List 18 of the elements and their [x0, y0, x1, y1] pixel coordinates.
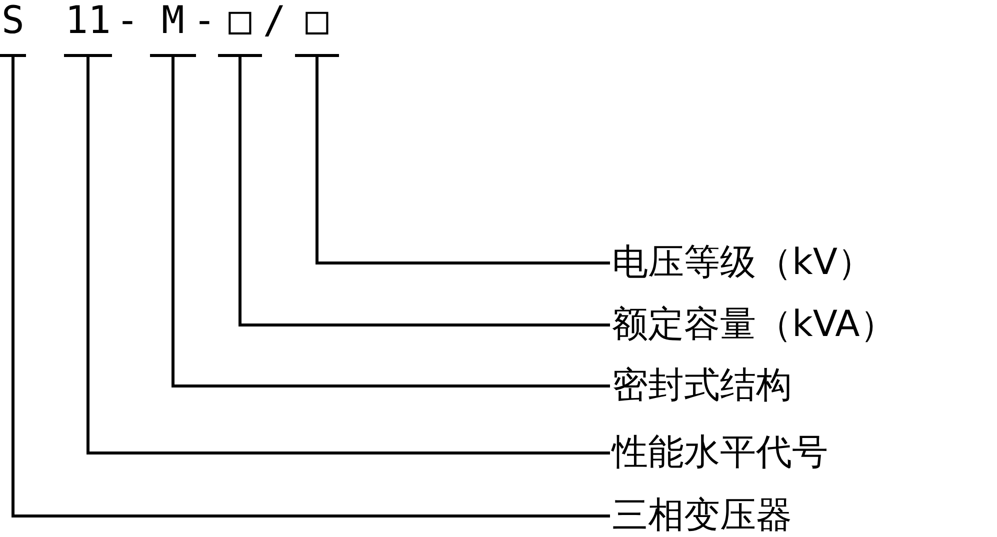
leader-line	[86, 57, 610, 454]
segment-description: 三相变压器	[612, 494, 792, 537]
segment-description: 密封式结构	[612, 364, 792, 408]
code-segment: □	[295, 0, 339, 57]
code-segment: □	[218, 0, 262, 57]
separator-text: /	[263, 0, 286, 40]
code-segment: 11	[64, 0, 112, 57]
leader-line	[238, 57, 610, 326]
segment-description: 性能水平代号	[612, 431, 828, 475]
leader-line	[12, 57, 610, 518]
separator-text: -	[193, 0, 216, 40]
code-segment: S	[0, 0, 26, 57]
segment-description: 额定容量（kVA）	[612, 303, 896, 347]
leader-line	[172, 57, 610, 388]
separator-text: -	[116, 0, 139, 40]
segment-description: 电压等级（kV）	[612, 241, 874, 285]
leader-line	[316, 57, 610, 264]
code-segment: M	[150, 0, 196, 57]
